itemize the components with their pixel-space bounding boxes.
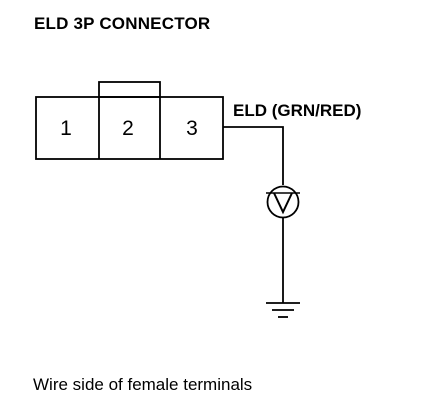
wire-label: ELD (GRN/RED) bbox=[233, 101, 362, 120]
eld-wire bbox=[223, 126, 284, 185]
voltmeter-icon bbox=[266, 185, 300, 219]
caption: Wire side of female terminals bbox=[33, 375, 253, 394]
connector-lock-tab bbox=[98, 81, 161, 98]
pin-1-label: 1 bbox=[60, 117, 72, 140]
pin-2-label: 2 bbox=[122, 117, 134, 140]
diagram-title: ELD 3P CONNECTOR bbox=[34, 14, 211, 33]
ground-icon bbox=[266, 302, 300, 318]
pin-3-label: 3 bbox=[186, 117, 198, 140]
